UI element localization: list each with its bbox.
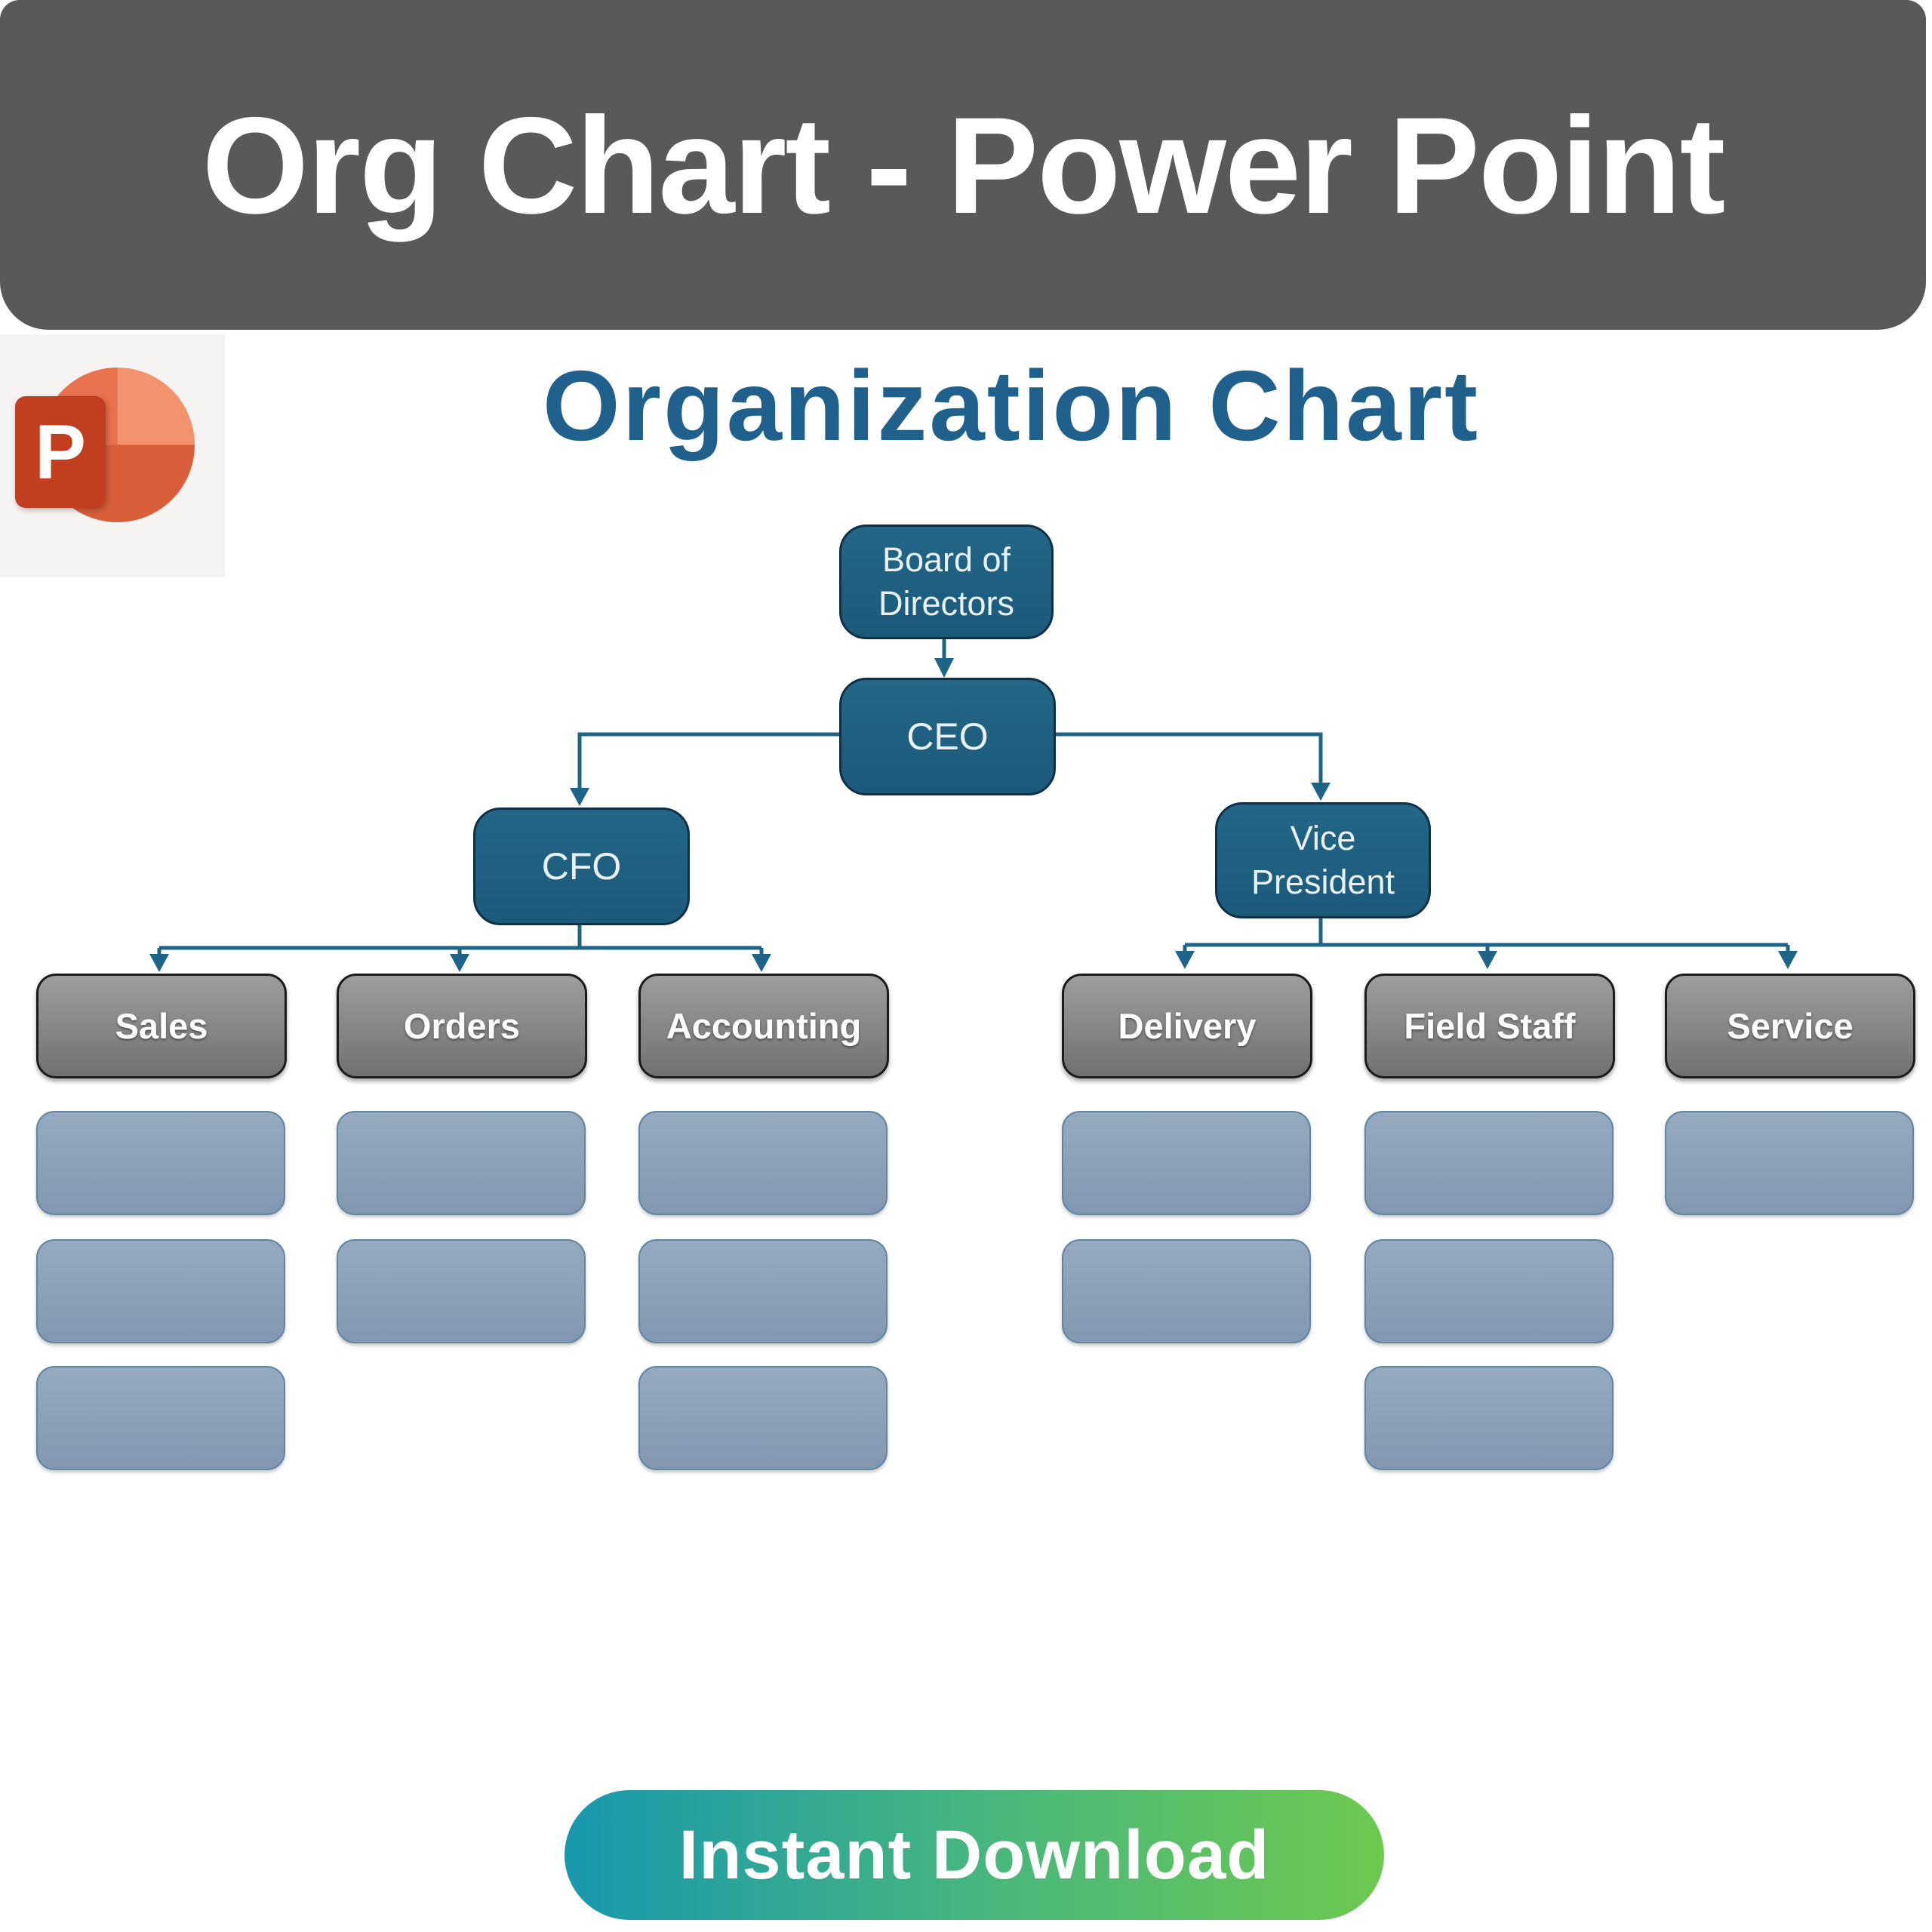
instant-download-button[interactable]: Instant Download — [565, 1790, 1384, 1920]
instant-download-label: Instant Download — [678, 1816, 1270, 1894]
placeholder-box — [1062, 1239, 1311, 1343]
placeholder-box — [1364, 1366, 1614, 1470]
dept-box-accounting: Accounting — [638, 974, 889, 1078]
placeholder-box — [36, 1111, 285, 1215]
placeholder-box — [1364, 1111, 1614, 1215]
page-title: Organization Chart — [542, 350, 1481, 461]
placeholder-box — [337, 1239, 586, 1343]
placeholder-box — [638, 1111, 888, 1215]
node-label-line: Directors — [878, 584, 1015, 623]
node-label: CFO — [541, 844, 622, 888]
node-label: CEO — [906, 715, 989, 758]
powerpoint-p-icon: P — [15, 396, 106, 508]
node-label-line: Board of — [881, 540, 1011, 579]
placeholder-box — [36, 1239, 285, 1343]
placeholder-box — [1364, 1239, 1614, 1343]
placeholder-box — [337, 1111, 586, 1215]
node-vice-president: Vice President — [1215, 802, 1431, 918]
placeholder-box — [638, 1239, 888, 1343]
dept-box-sales: Sales — [36, 974, 287, 1078]
placeholder-box — [1062, 1111, 1311, 1215]
dept-box-service: Service — [1665, 974, 1915, 1078]
placeholder-box — [1665, 1111, 1914, 1215]
node-board-of-directors: Board of Directors — [839, 525, 1054, 639]
placeholder-box — [638, 1366, 888, 1470]
node-label-line: Vice — [1290, 818, 1356, 857]
dept-box-delivery: Delivery — [1062, 974, 1312, 1078]
dept-box-field-staff: Field Staff — [1364, 974, 1615, 1078]
dept-box-orders: Orders — [337, 974, 587, 1078]
placeholder-box — [36, 1366, 285, 1470]
node-ceo: CEO — [839, 678, 1056, 795]
banner: Org Chart - Power Point — [0, 0, 1926, 330]
node-label-line: President — [1251, 863, 1395, 901]
node-cfo: CFO — [473, 808, 690, 925]
banner-title: Org Chart - Power Point — [202, 88, 1726, 242]
powerpoint-logo: P — [0, 334, 225, 577]
